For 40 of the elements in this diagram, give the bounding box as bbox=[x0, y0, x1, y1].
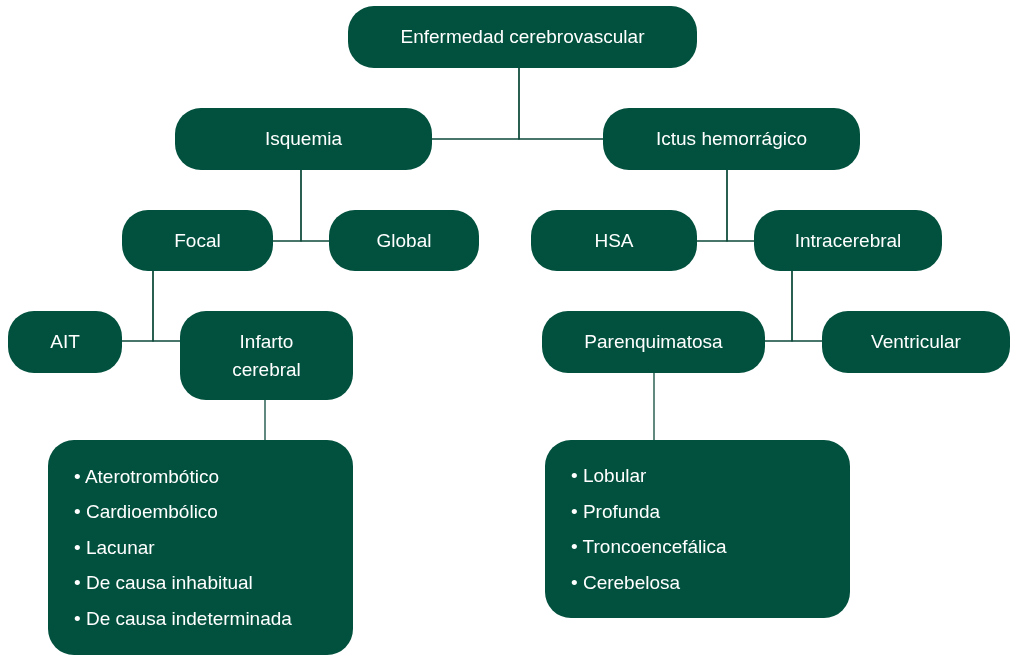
list-item: • Aterotrombótico bbox=[74, 464, 220, 489]
category-box bbox=[122, 210, 273, 271]
connector-line bbox=[726, 169, 755, 242]
list-box bbox=[48, 440, 353, 655]
list-item: • De causa inhabitual bbox=[74, 571, 254, 596]
category-box bbox=[175, 108, 432, 170]
list-item: • Troncoencefálica bbox=[571, 535, 727, 559]
list-item: • Cardioembólico bbox=[74, 500, 219, 525]
connector-line bbox=[264, 399, 266, 441]
list-item: • Lacunar bbox=[74, 535, 156, 560]
list-box bbox=[545, 440, 850, 618]
node-label: AIT bbox=[50, 330, 80, 354]
list-item: • Cerebelosa bbox=[571, 570, 682, 595]
connector-line bbox=[518, 67, 604, 140]
node-label: Ictus hemorrágico bbox=[656, 127, 807, 151]
connector-line bbox=[152, 270, 181, 342]
category-box bbox=[754, 210, 942, 271]
category-box bbox=[329, 210, 479, 271]
node-label: Focal bbox=[174, 228, 221, 253]
node-label: Infarto cerebral bbox=[231, 329, 302, 382]
category-box bbox=[180, 311, 353, 400]
category-box bbox=[603, 108, 860, 170]
list-item: • Profunda bbox=[571, 499, 662, 524]
node-label: HSA bbox=[594, 228, 634, 253]
node-label: Isquemia bbox=[264, 127, 343, 151]
node-label: Ventricular bbox=[871, 330, 961, 354]
connector-line bbox=[653, 372, 655, 441]
category-box bbox=[348, 6, 697, 68]
category-box bbox=[8, 311, 122, 373]
list-item: • Lobular bbox=[571, 464, 648, 488]
node-label: Global bbox=[376, 228, 432, 253]
node-label: Intracerebral bbox=[794, 228, 902, 253]
category-box bbox=[542, 311, 765, 373]
connector-line bbox=[300, 169, 330, 242]
connector-line bbox=[791, 270, 823, 342]
category-box bbox=[531, 210, 697, 271]
node-label: Enfermedad cerebrovascular bbox=[400, 25, 645, 49]
node-label: Parenquimatosa bbox=[584, 330, 723, 354]
category-box bbox=[822, 311, 1010, 373]
list-item: • De causa indeterminada bbox=[74, 606, 292, 631]
